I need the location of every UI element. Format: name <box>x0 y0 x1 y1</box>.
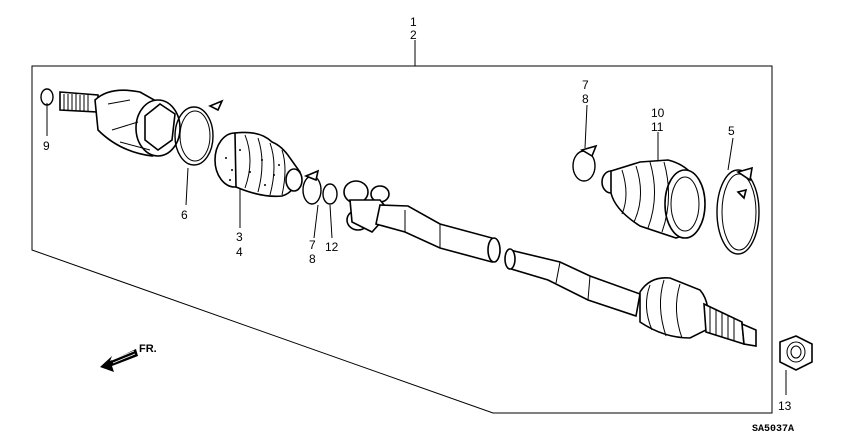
clip-ring-9 <box>40 88 54 106</box>
callout-7-outer: 7 <box>582 78 589 92</box>
drive-shaft <box>375 204 641 318</box>
callout-8-inner: 8 <box>309 252 316 266</box>
clip-rings-inner <box>302 169 338 205</box>
callout-1: 1 <box>410 15 417 29</box>
callout-9: 9 <box>43 139 50 153</box>
callout-13: 13 <box>778 399 792 413</box>
inner-boot <box>214 131 303 198</box>
direction-label: FR. <box>139 343 157 355</box>
outboard-cv-joint <box>639 276 757 347</box>
leader-lines <box>46 40 787 395</box>
callout-2: 2 <box>410 28 417 42</box>
inboard-cv-joint <box>59 89 181 157</box>
outer-boot <box>601 159 706 239</box>
front-direction-arrow <box>100 349 138 372</box>
callout-11: 11 <box>651 120 664 134</box>
tripod-joint <box>343 180 392 233</box>
callout-10: 10 <box>651 106 665 120</box>
boot-band-5 <box>716 166 760 255</box>
clip-ring-outer <box>572 144 598 182</box>
callout-12: 12 <box>325 240 339 254</box>
diagram-code: SA5037A <box>752 424 794 435</box>
assembly-frame <box>31 65 773 414</box>
boot-band-6 <box>174 99 224 166</box>
callout-7-inner: 7 <box>309 238 316 252</box>
callout-8-outer: 8 <box>582 92 589 106</box>
hub-nut-13 <box>779 335 813 371</box>
callout-4: 4 <box>236 245 243 259</box>
callout-3: 3 <box>236 230 243 244</box>
callout-5: 5 <box>728 124 735 138</box>
callout-6: 6 <box>181 208 188 222</box>
